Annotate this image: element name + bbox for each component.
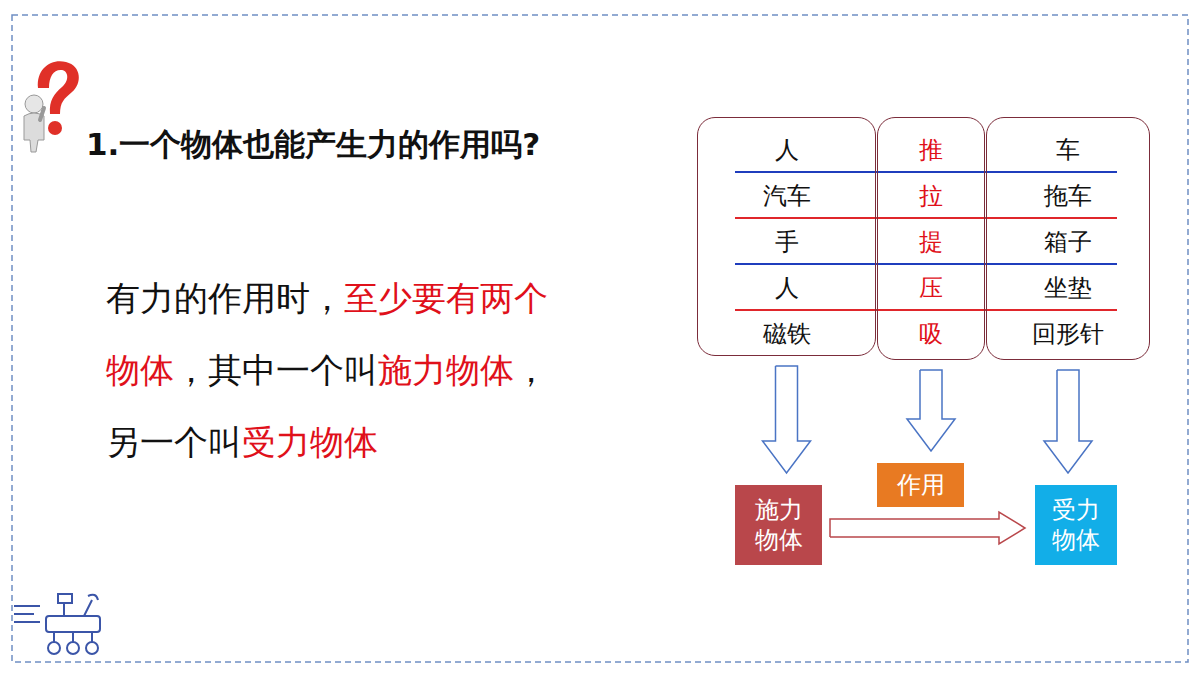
hollow-arrow [1044,370,1092,473]
body-text: 施力物体 [378,350,514,390]
hollow-arrow [830,512,1025,544]
word-column-box: 人汽车手人磁铁 [697,117,876,356]
thinking-figure-icon [24,61,79,152]
column-word: 吸 [878,320,984,348]
concept-label: 施力物体 [754,495,804,555]
body-text: 有力的作用时， [106,278,344,318]
word-column-box: 车拖车箱子坐垫回形针 [986,117,1150,360]
body-text: 受力物体 [242,422,378,462]
body-paragraph: 有力的作用时，至少要有两个物体，其中一个叫施力物体，另一个叫受力物体 [106,262,561,478]
column-word: 人 [698,136,875,164]
word-column-box: 推拉提压吸 [877,117,985,360]
column-word: 提 [878,228,984,256]
column-word: 推 [878,136,984,164]
concept-label: 作用 [897,470,945,500]
rover-icon [14,594,100,654]
column-word: 手 [698,228,875,256]
hollow-arrow [907,370,955,451]
column-word: 压 [878,274,984,302]
concept-box: 受力物体 [1035,485,1117,565]
page-frame [12,15,1188,662]
column-word: 回形针 [987,320,1149,348]
hollow-arrow [763,366,811,473]
body-text: ，其中一个叫 [174,350,378,390]
concept-box: 施力物体 [735,485,822,565]
concept-label: 受力物体 [1051,495,1101,555]
column-word: 箱子 [987,228,1149,256]
column-word: 汽车 [698,182,875,210]
concept-box: 作用 [877,463,964,507]
column-word: 拉 [878,182,984,210]
column-word: 磁铁 [698,320,875,348]
column-word: 车 [987,136,1149,164]
column-word: 拖车 [987,182,1149,210]
column-word: 人 [698,274,875,302]
column-word: 坐垫 [987,274,1149,302]
slide-title: 1.一个物体也能产生力的作用吗? [86,124,540,166]
